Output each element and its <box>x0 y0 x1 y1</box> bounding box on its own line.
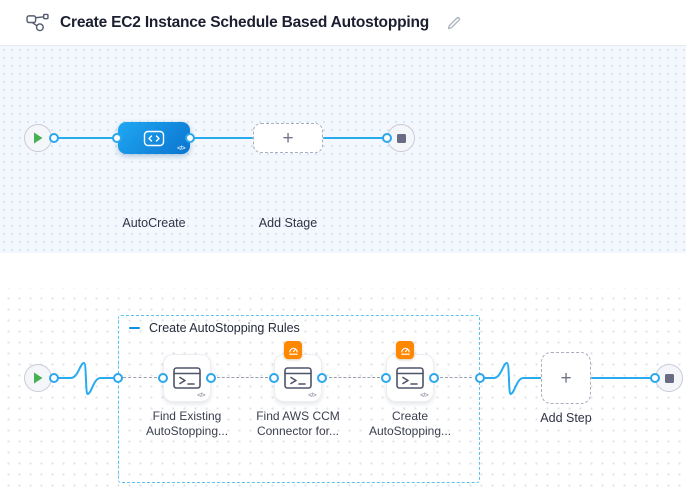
code-toggle-icon: </> <box>420 392 428 399</box>
play-icon <box>34 132 43 144</box>
edge-dashed <box>123 377 157 378</box>
connector-port <box>206 373 216 383</box>
step-label: Find Existing AutoStopping... <box>145 409 229 438</box>
connector-port <box>475 373 485 383</box>
plus-icon: + <box>282 127 294 149</box>
collapse-group-icon[interactable] <box>129 326 140 330</box>
ccm-badge <box>284 341 302 359</box>
add-step-label: Add Step <box>540 411 592 425</box>
ccm-badge <box>396 341 414 359</box>
code-toggle-icon: </> <box>308 392 316 399</box>
step-group-header[interactable]: Create AutoStopping Rules <box>129 321 300 335</box>
stop-icon <box>396 133 406 143</box>
add-stage-button[interactable]: + <box>253 123 323 153</box>
step-node-create-autostopping[interactable]: </> <box>386 354 434 402</box>
plus-icon: + <box>560 367 572 389</box>
shell-script-icon <box>173 367 201 389</box>
custom-stage-icon <box>143 130 165 146</box>
ccm-gauge-icon <box>400 347 410 355</box>
code-toggle-icon: </> <box>177 145 185 152</box>
stage-graph-canvas[interactable]: </> + AutoCreate Add Stage <box>0 46 686 253</box>
step-label: Find AWS CCM Connector for... <box>256 409 340 438</box>
play-icon <box>34 372 43 384</box>
ccm-gauge-icon <box>288 347 298 355</box>
connector-port <box>429 373 439 383</box>
pipeline-header: Create EC2 Instance Schedule Based Autos… <box>0 0 686 46</box>
step-node-find-existing-autostopping[interactable]: </> <box>163 354 211 402</box>
canvas-divider <box>0 253 686 288</box>
edge-addstep-to-end <box>591 377 652 379</box>
edge-dashed <box>329 377 380 378</box>
execution-start-node <box>24 364 52 392</box>
shell-script-icon <box>284 367 312 389</box>
step-label: Create AutoStopping... <box>368 409 452 438</box>
stage-node-autocreate[interactable]: </> <box>118 122 190 154</box>
stop-icon <box>664 373 674 383</box>
edit-pipeline-name-icon[interactable] <box>446 15 462 31</box>
code-toggle-icon: </> <box>197 392 205 399</box>
pipeline-start-node <box>24 124 52 152</box>
connector-port <box>112 133 122 143</box>
add-step-button[interactable]: + <box>541 352 591 404</box>
edge-dashed <box>440 377 472 378</box>
edge-dashed <box>217 377 268 378</box>
connector-port <box>381 373 391 383</box>
connector-port <box>49 373 59 383</box>
connector-port <box>650 373 660 383</box>
group-boundary-link <box>56 361 119 396</box>
connector-port <box>158 373 168 383</box>
edge-stage-to-addstage <box>191 137 253 139</box>
edge-addstage-to-end <box>323 137 387 139</box>
step-node-find-aws-ccm-connector[interactable]: </> <box>274 354 322 402</box>
connector-port <box>49 133 59 143</box>
connector-port <box>382 133 392 143</box>
connector-port <box>269 373 279 383</box>
connector-port <box>113 373 123 383</box>
step-group-create-autostopping-rules <box>118 315 480 483</box>
shell-script-icon <box>396 367 424 389</box>
connector-port <box>317 373 327 383</box>
add-stage-label: Add Stage <box>258 216 318 230</box>
pipeline-graph-icon <box>26 13 49 32</box>
pipeline-title: Create EC2 Instance Schedule Based Autos… <box>60 13 429 31</box>
execution-graph-canvas[interactable]: Create AutoStopping Rules </> <box>0 288 686 491</box>
stage-label: AutoCreate <box>122 216 186 230</box>
connector-port <box>185 133 195 143</box>
edge-start-to-stage <box>56 137 117 139</box>
step-group-label: Create AutoStopping Rules <box>149 321 300 335</box>
group-boundary-link <box>480 361 542 396</box>
